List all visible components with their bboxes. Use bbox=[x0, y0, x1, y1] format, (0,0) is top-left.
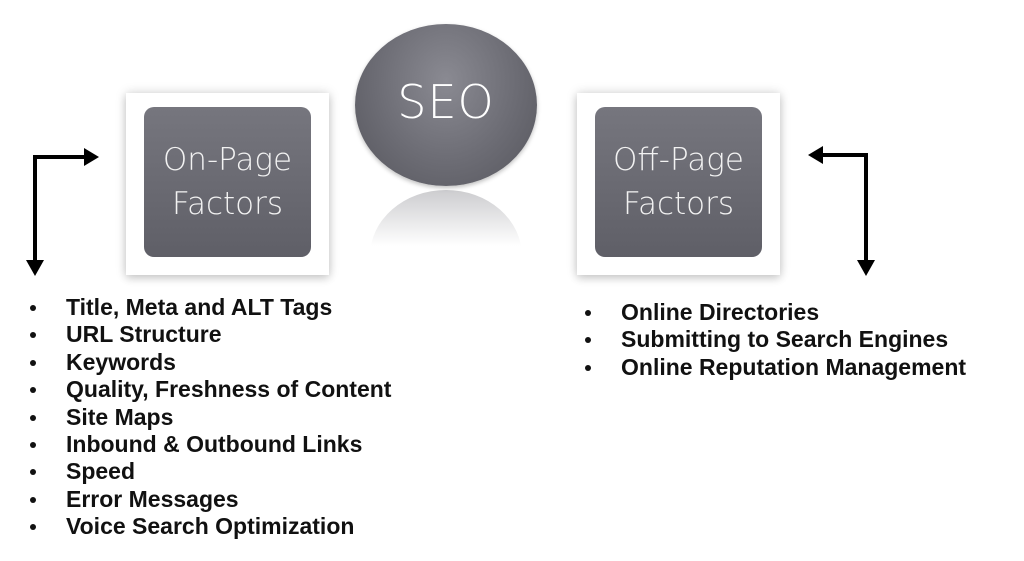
off-page-connector-arrow bbox=[808, 146, 875, 276]
on-page-factors-label: On-Page Factors bbox=[162, 142, 293, 222]
list-item: Speed bbox=[28, 458, 391, 485]
list-item: Submitting to Search Engines bbox=[583, 326, 966, 353]
list-item: Inbound & Outbound Links bbox=[28, 431, 391, 458]
on-page-factors-list: Title, Meta and ALT Tags URL Structure K… bbox=[28, 294, 391, 541]
list-item: Error Messages bbox=[28, 486, 391, 513]
seo-label: SEO bbox=[397, 75, 495, 129]
list-item: Quality, Freshness of Content bbox=[28, 376, 391, 403]
list-item: Voice Search Optimization bbox=[28, 513, 391, 540]
list-item: Keywords bbox=[28, 349, 391, 376]
on-page-connector-arrow bbox=[26, 148, 99, 276]
seo-node: SEO bbox=[355, 24, 537, 186]
off-page-factors-card: Off-Page Factors bbox=[577, 93, 780, 275]
on-page-factors-node: On-Page Factors bbox=[144, 107, 311, 257]
off-page-factors-list: Online Directories Submitting to Search … bbox=[583, 299, 966, 381]
off-page-factors-node: Off-Page Factors bbox=[595, 107, 762, 257]
list-item: Online Reputation Management bbox=[583, 354, 966, 381]
on-page-factors-card: On-Page Factors bbox=[126, 93, 329, 275]
list-item: Online Directories bbox=[583, 299, 966, 326]
list-item: Site Maps bbox=[28, 404, 391, 431]
list-item: Title, Meta and ALT Tags bbox=[28, 294, 391, 321]
list-item: URL Structure bbox=[28, 321, 391, 348]
off-page-factors-label: Off-Page Factors bbox=[613, 142, 744, 222]
